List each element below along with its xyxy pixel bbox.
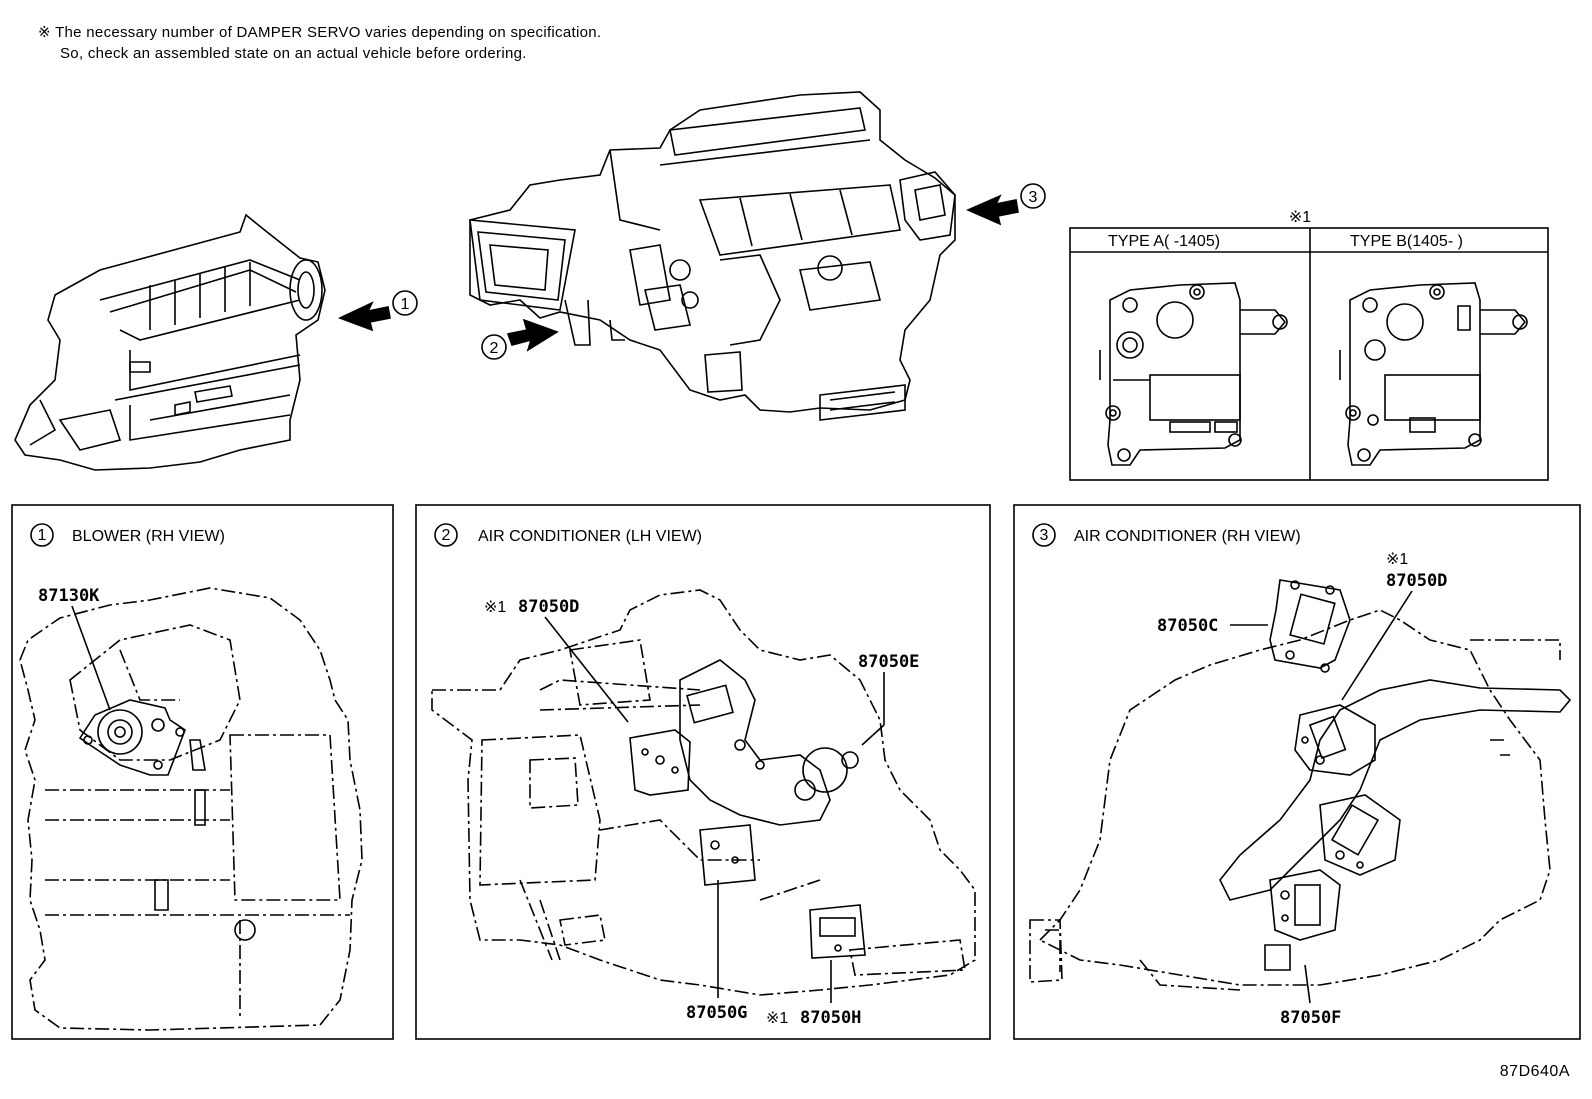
blower-unit-illustration xyxy=(14,213,326,471)
view-arrow-1 xyxy=(337,301,391,332)
blower-servo-87130K xyxy=(78,699,256,941)
leader-87130K xyxy=(71,605,111,711)
note-line-2: So, check an assembled state on an actua… xyxy=(60,45,527,62)
callout-circle-1 xyxy=(392,290,418,316)
panel-1-frame xyxy=(11,504,394,1040)
part-label-87050D-rh: 87050D xyxy=(1386,571,1447,591)
callout-3-number: 3 xyxy=(1029,189,1038,206)
rh-view-ducts xyxy=(1219,679,1572,901)
part-label-87130K: 87130K xyxy=(38,586,100,606)
leader-87050F xyxy=(1304,964,1311,1004)
panel-2-mark-1: ※1 xyxy=(484,599,506,616)
leader-87050D-rh xyxy=(1341,590,1413,701)
lh-view-servos xyxy=(629,659,866,959)
panel-3-frame xyxy=(1013,504,1581,1040)
callout-circle-2 xyxy=(481,334,507,360)
type-b-label: TYPE B(1405- ) xyxy=(1350,233,1463,250)
air-conditioner-rh-view-drawing xyxy=(1029,609,1561,991)
callout-circle-3 xyxy=(1020,183,1046,209)
panel-3-number: 3 xyxy=(1040,527,1049,544)
panel-1-title: BLOWER (RH VIEW) xyxy=(72,528,225,545)
panel-1-number: 1 xyxy=(38,527,47,544)
callout-2-number: 2 xyxy=(490,340,499,357)
servo-type-a-drawing xyxy=(1099,282,1288,466)
panel-2-title: AIR CONDITIONER (LH VIEW) xyxy=(478,528,702,545)
view-arrow-2 xyxy=(506,318,559,352)
type-a-label: TYPE A( -1405) xyxy=(1108,233,1220,250)
document-id: 87D640A xyxy=(1499,1063,1570,1080)
panel-2-frame xyxy=(415,504,991,1040)
part-label-87050C: 87050C xyxy=(1157,616,1218,636)
panel-2-number: 2 xyxy=(442,527,451,544)
part-label-87050H: 87050H xyxy=(800,1008,861,1028)
part-label-87050E: 87050E xyxy=(858,652,919,672)
panel-2-mark-2: ※1 xyxy=(766,1010,788,1027)
air-conditioner-unit-illustration xyxy=(469,91,956,421)
panel-3-number-circle xyxy=(1032,523,1056,547)
panel-3-title: AIR CONDITIONER (RH VIEW) xyxy=(1074,528,1301,545)
servo-type-mark: ※1 xyxy=(1289,209,1311,226)
note-line-1: ※ The necessary number of DAMPER SERVO v… xyxy=(38,24,602,41)
panel-2-number-circle xyxy=(434,523,458,547)
air-conditioner-lh-view-drawing xyxy=(431,589,976,996)
blower-rh-view-drawing xyxy=(19,587,363,1031)
panel-1-number-circle xyxy=(30,523,54,547)
specification-note: ※ The necessary number of DAMPER SERVO v… xyxy=(38,22,601,64)
part-label-87050D-lh: 87050D xyxy=(518,597,579,617)
callout-1-number: 1 xyxy=(401,296,410,313)
part-label-87050F: 87050F xyxy=(1280,1008,1341,1028)
view-arrow-3 xyxy=(966,194,1019,226)
part-label-87050G: 87050G xyxy=(686,1003,747,1023)
servo-type-b-drawing xyxy=(1339,282,1528,466)
servo-type-box xyxy=(1069,227,1549,481)
panel-3-mark: ※1 xyxy=(1386,551,1408,568)
leader-87050D-lh xyxy=(544,616,629,723)
rh-view-servos xyxy=(1264,579,1401,971)
